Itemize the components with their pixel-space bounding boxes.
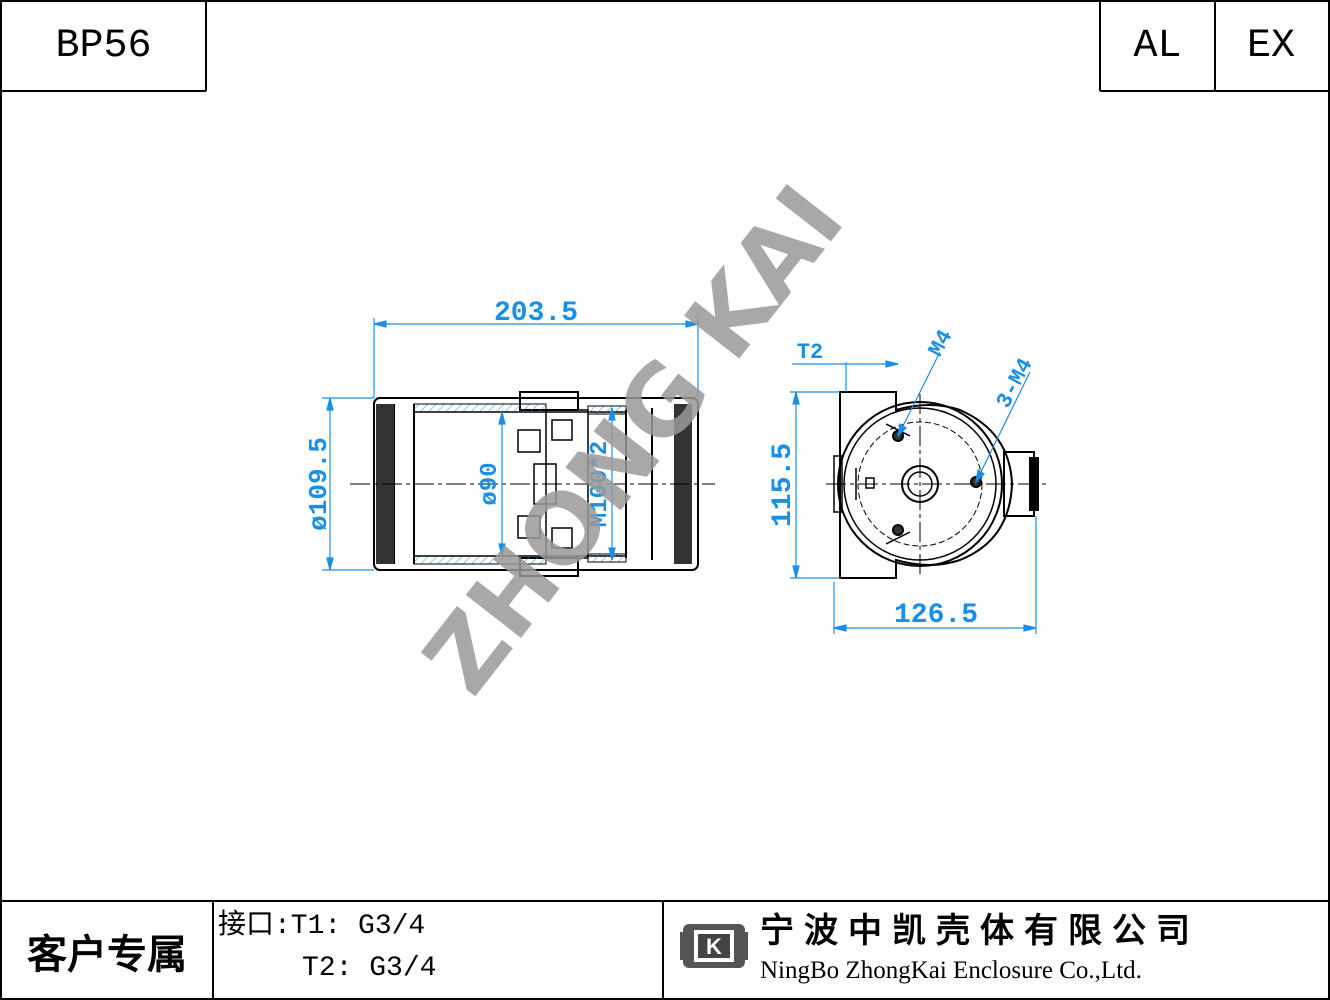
company-name-cn: 宁波中凯壳体有限公司: [760, 911, 1200, 951]
front-dimensions: [790, 351, 1037, 634]
port-spec-t1: 接口:T1: G3/4: [218, 911, 426, 942]
company-logo-icon: K: [680, 924, 748, 968]
dim-inner-diameter: ø90: [477, 462, 504, 505]
model-number: BP56: [55, 23, 152, 69]
dim-height: 115.5: [768, 443, 799, 527]
dim-width: 126.5: [894, 600, 978, 631]
company-name: 宁波中凯壳体有限公司 NingBo ZhongKai Enclosure Co.…: [760, 908, 1320, 996]
section-view: [373, 391, 699, 577]
hatch-bottom-left: [413, 555, 547, 565]
port-spec-t2: T2: G3/4: [302, 953, 437, 984]
dim-length: 203.5: [494, 298, 578, 329]
company-name-en: NingBo ZhongKai Enclosure Co.,Ltd.: [760, 957, 1142, 984]
customer-exclusive-label: 客户专属: [27, 931, 187, 978]
hatch-bottom-right: [587, 553, 627, 563]
port-spec: 接口:T1: G3/4 T2: G3/4: [218, 906, 658, 996]
dim-screw-single: M4: [924, 326, 958, 361]
explosion-proof-code: EX: [1246, 23, 1295, 69]
dim-port-label: T2: [797, 340, 823, 365]
hatch-top-right: [587, 405, 627, 415]
dim-screw-multi: 3-M4: [992, 354, 1039, 412]
dim-outer-diameter: ø109.5: [304, 437, 334, 531]
dim-thread: M100*2: [587, 441, 614, 527]
svg-text:K: K: [706, 934, 722, 959]
material-code: AL: [1133, 23, 1182, 69]
front-view: [833, 391, 1039, 579]
section-dimensions: [322, 318, 699, 571]
hatch-top-left: [413, 403, 547, 413]
